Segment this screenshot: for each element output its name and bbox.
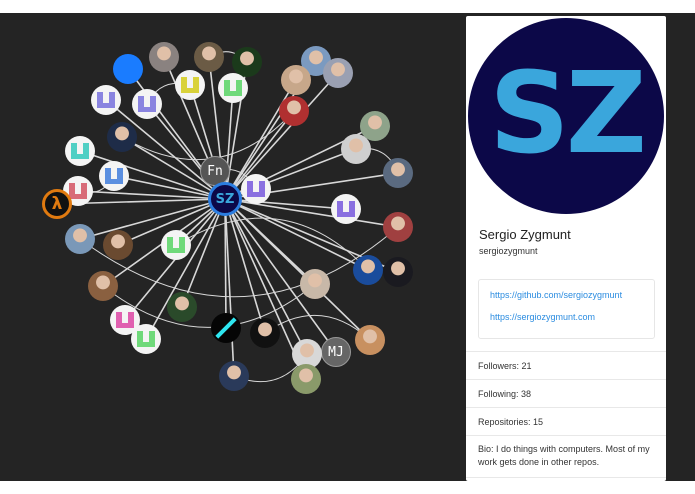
user-node[interactable] (65, 136, 95, 166)
profile-bio: Bio: I do things with computers. Most of… (466, 435, 666, 477)
user-avatar-node[interactable] (383, 257, 413, 287)
identicon-icon (97, 92, 115, 108)
user-avatar-node[interactable] (232, 47, 262, 77)
user-avatar-node[interactable] (323, 58, 353, 88)
user-node[interactable] (132, 89, 162, 119)
profile-name: Sergio Zygmunt (479, 227, 571, 242)
user-node[interactable] (211, 313, 241, 343)
user-avatar-node[interactable] (383, 158, 413, 188)
repositories-count: Repositories: 15 (466, 407, 666, 435)
identicon-icon (116, 312, 134, 328)
panel-divider (466, 477, 666, 481)
user-node[interactable] (175, 70, 205, 100)
user-node[interactable] (218, 73, 248, 103)
identicon-icon (138, 96, 156, 112)
user-avatar-node[interactable] (167, 292, 197, 322)
user-avatar-node[interactable] (194, 42, 224, 72)
identicon-icon (224, 80, 242, 96)
identicon-icon (71, 143, 89, 159)
identicon-icon (181, 77, 199, 93)
user-avatar-node[interactable] (355, 325, 385, 355)
github-link[interactable]: https://github.com/sergiozygmunt (490, 290, 623, 300)
user-avatar-node[interactable] (88, 271, 118, 301)
user-avatar-node[interactable] (279, 96, 309, 126)
profile-avatar: SZ (468, 18, 664, 214)
user-node[interactable] (161, 230, 191, 260)
user-avatar-node[interactable] (65, 224, 95, 254)
identicon-icon (247, 181, 265, 197)
slash-icon (215, 317, 237, 339)
user-avatar-node[interactable] (103, 230, 133, 260)
user-avatar-node[interactable] (291, 364, 321, 394)
user-node[interactable] (91, 85, 121, 115)
identicon-icon (137, 331, 155, 347)
user-avatar-node[interactable] (353, 255, 383, 285)
user-avatar-node[interactable] (341, 134, 371, 164)
user-node[interactable]: MJ (321, 337, 351, 367)
text-avatar-icon: MJ (328, 344, 344, 360)
user-node[interactable] (113, 54, 143, 84)
identicon-icon (167, 237, 185, 253)
website-link[interactable]: https://sergiozygmunt.com (490, 312, 596, 322)
user-node[interactable]: λ (42, 189, 72, 219)
following-count: Following: 38 (466, 379, 666, 407)
user-avatar-node[interactable] (107, 122, 137, 152)
identicon-icon (69, 183, 87, 199)
lambda-icon: λ (51, 194, 63, 214)
center-user-node[interactable]: SZ (208, 182, 242, 216)
identicon-icon (337, 201, 355, 217)
profile-links-box: https://github.com/sergiozygmunt https:/… (478, 279, 655, 339)
user-avatar-node[interactable] (250, 318, 280, 348)
identicon-icon (105, 168, 123, 184)
user-node[interactable] (331, 194, 361, 224)
profile-panel: SZ Sergio Zygmunt sergiozygmunt https://… (466, 16, 666, 481)
user-node[interactable]: Fn (200, 156, 230, 186)
user-avatar-node[interactable] (219, 361, 249, 391)
user-avatar-node[interactable] (281, 65, 311, 95)
profile-login: sergiozygmunt (479, 246, 538, 256)
user-avatar-node[interactable] (149, 42, 179, 72)
user-avatar-node[interactable] (383, 212, 413, 242)
user-node[interactable] (63, 176, 93, 206)
text-avatar-icon: Fn (207, 163, 223, 179)
center-avatar-initials: SZ (215, 191, 235, 207)
avatar-initials: SZ (489, 49, 647, 179)
user-node[interactable] (131, 324, 161, 354)
user-node[interactable] (99, 161, 129, 191)
followers-count: Followers: 21 (466, 351, 666, 379)
user-avatar-node[interactable] (300, 269, 330, 299)
user-node[interactable] (241, 174, 271, 204)
